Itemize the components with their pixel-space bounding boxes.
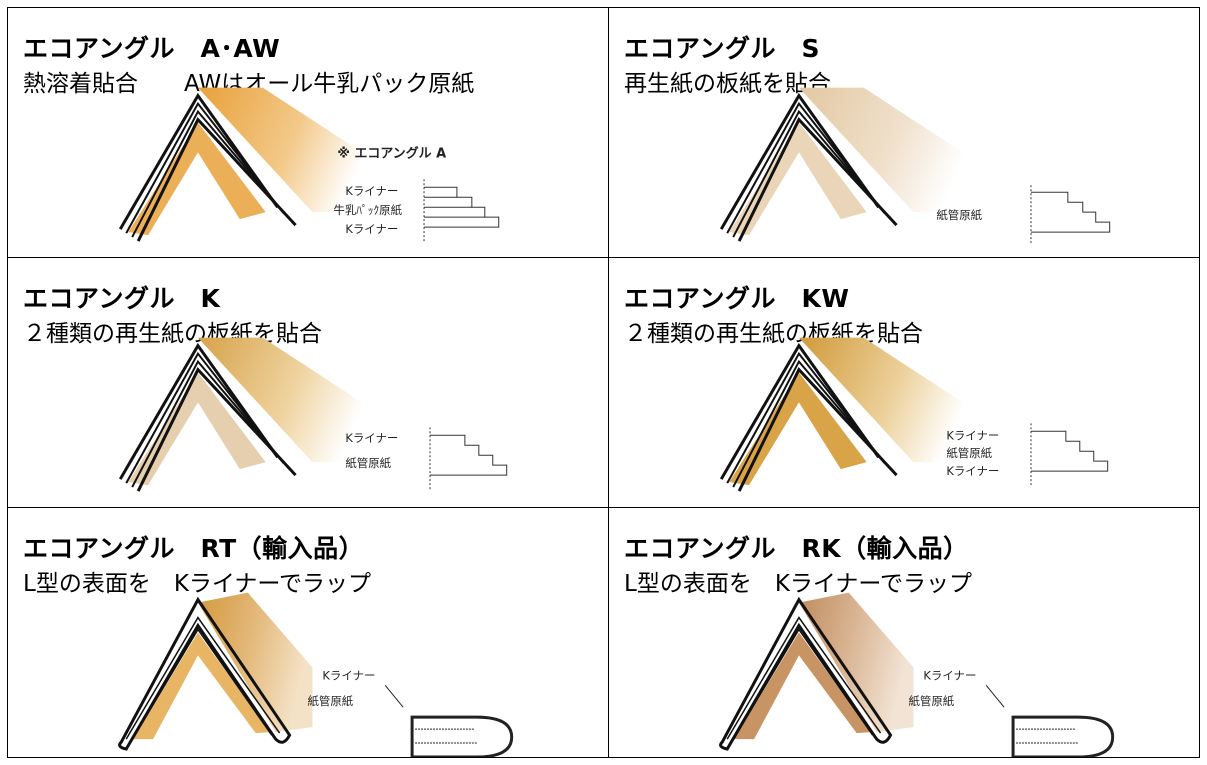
product-card-rt: エコアングル RT（輸入品） L型の表面を Kライナーでラップ Kライナー 紙管… [7, 507, 609, 758]
angle-inner [734, 632, 871, 740]
variant-note: ※ エコアングル A [337, 145, 446, 161]
product-title: エコアングル RT（輸入品） [23, 534, 365, 563]
layer-label: Kライナー [946, 464, 999, 478]
layer-steps [1030, 185, 1111, 244]
product-card-a-aw: エコアングル A･AW 熱溶着貼合 AWはオール牛乳パック原紙 ※ エコアングル… [7, 7, 609, 258]
angle-inner [128, 122, 266, 236]
product-card-k: エコアングル K ２種類の再生紙の板紙を貼合 Kライナー 紙管原紙 [7, 257, 609, 508]
angle-face [197, 337, 378, 463]
layer-label: 紙管原紙 [946, 446, 992, 460]
layer-label: Kライナー [946, 428, 999, 442]
layer-label: Kライナー [345, 222, 398, 236]
angle-diagram: ※ エコアングル A Kライナー 牛乳ﾊﾟｯｸ原紙 Kライナー [118, 87, 500, 244]
angle-diagram: Kライナー 紙管原紙 [118, 592, 514, 757]
product-subtitle: L型の表面を Kライナーでラップ [624, 571, 973, 597]
layer-label: Kライナー [322, 668, 375, 682]
angle-inner [128, 372, 266, 486]
layer-label: 紙管原紙 [908, 694, 954, 708]
layer-label: Kライナー [345, 431, 398, 445]
product-grid: エコアングル A･AW 熱溶着貼合 AWはオール牛乳パック原紙 ※ エコアングル… [7, 7, 1200, 758]
product-title: エコアングル A･AW [23, 34, 281, 63]
layer-steps [384, 684, 514, 757]
angle-face [197, 592, 313, 733]
angle-diagram: Kライナー 紙管原紙 Kライナー [719, 337, 1109, 492]
angle-diagram: Kライナー 紙管原紙 [719, 592, 1115, 757]
layer-steps [985, 684, 1115, 757]
angle-face [197, 87, 378, 213]
product-title: エコアングル KW [624, 284, 850, 313]
angle-inner [729, 372, 867, 486]
angle-inner [729, 122, 867, 236]
product-card-s: エコアングル S 再生紙の板紙を貼合 紙管原紙 [608, 7, 1200, 258]
angle-face [798, 87, 979, 213]
angle-diagram: 紙管原紙 [719, 87, 1111, 244]
layer-label: 紙管原紙 [308, 694, 354, 708]
product-title: エコアングル RK（輸入品） [624, 534, 969, 563]
angle-inner [133, 632, 270, 740]
angle-diagram: Kライナー 紙管原紙 [118, 337, 508, 492]
product-subtitle: L型の表面を Kライナーでラップ [23, 571, 372, 597]
product-title: エコアングル K [23, 284, 221, 313]
product-subtitle: 熱溶着貼合 AWはオール牛乳パック原紙 [23, 71, 475, 97]
angle-face [798, 592, 914, 733]
product-title: エコアングル S [624, 34, 821, 63]
layer-label: 紙管原紙 [345, 456, 391, 470]
product-subtitle: 再生紙の板紙を貼合 [624, 71, 831, 97]
product-card-rk: エコアングル RK（輸入品） L型の表面を Kライナーでラップ Kライナー 紙管… [608, 507, 1200, 758]
layer-label: Kライナー [923, 668, 976, 682]
layer-label: Kライナー [345, 184, 398, 198]
layer-steps [1030, 423, 1109, 488]
product-card-kw: エコアングル KW ２種類の再生紙の板紙を貼合 Kライナー 紙管原紙 Kライナー [608, 257, 1200, 508]
layer-steps [423, 179, 500, 244]
angle-face [798, 337, 979, 463]
layer-label: 紙管原紙 [936, 208, 982, 222]
layer-label: 牛乳ﾊﾟｯｸ原紙 [333, 203, 402, 217]
layer-steps [429, 427, 508, 490]
